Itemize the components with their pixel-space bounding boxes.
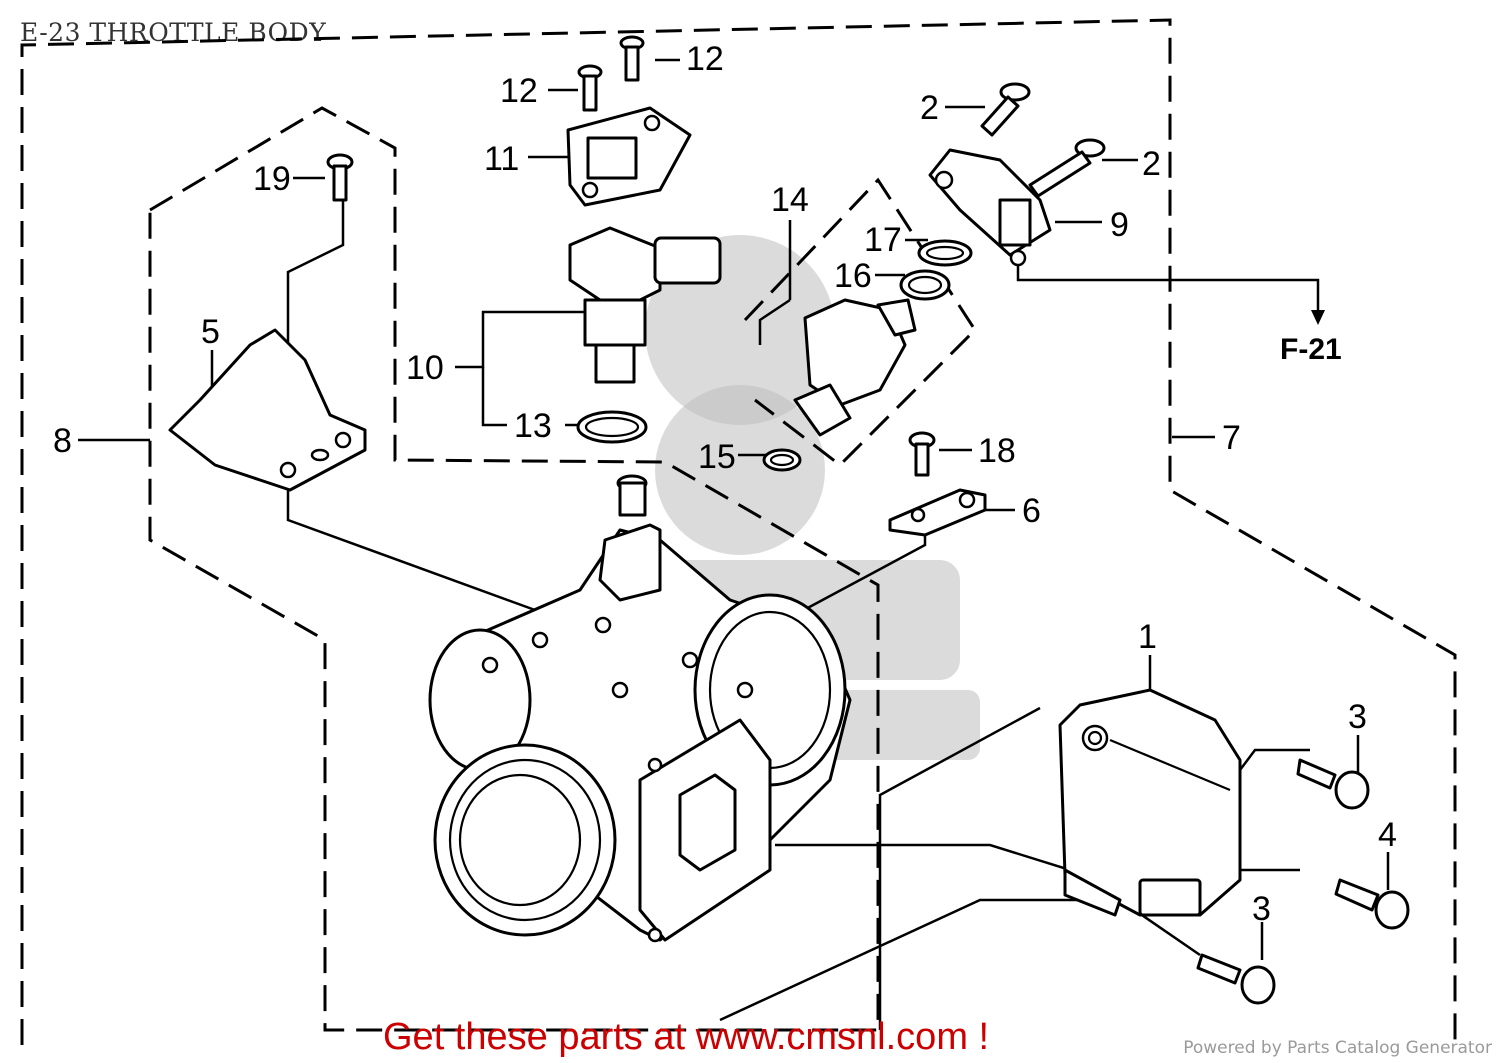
callout-15: 15 bbox=[698, 438, 736, 476]
part-screw-4[interactable] bbox=[1334, 878, 1410, 930]
callout-1: 1 bbox=[1138, 618, 1157, 656]
callout-14: 14 bbox=[771, 181, 809, 219]
callout-17: 17 bbox=[864, 221, 902, 259]
part-oring-17[interactable] bbox=[917, 239, 973, 267]
callout-3b: 3 bbox=[1252, 890, 1271, 928]
part-bracket-5[interactable] bbox=[168, 328, 367, 492]
callout-12b: 12 bbox=[686, 40, 724, 78]
callout-3a: 3 bbox=[1348, 698, 1367, 736]
part-sensor-cover-11[interactable] bbox=[566, 106, 692, 207]
part-screw-18[interactable] bbox=[908, 431, 936, 477]
part-bolt-2b[interactable] bbox=[1028, 138, 1106, 198]
part-oring-13[interactable] bbox=[576, 410, 648, 444]
callout-10: 10 bbox=[406, 349, 444, 387]
part-screw-12b[interactable] bbox=[619, 35, 645, 82]
callout-19: 19 bbox=[253, 160, 291, 198]
callout-13: 13 bbox=[514, 407, 552, 445]
part-seal-16[interactable] bbox=[899, 269, 951, 301]
part-screw-3a[interactable] bbox=[1296, 758, 1370, 810]
reference-f21: F-21 bbox=[1280, 333, 1342, 366]
part-throttle-sensor-1[interactable] bbox=[1058, 688, 1242, 917]
callout-5: 5 bbox=[201, 313, 220, 351]
part-screw-12a[interactable] bbox=[577, 64, 603, 112]
part-bolt-2a[interactable] bbox=[980, 82, 1031, 137]
callout-2a: 2 bbox=[920, 89, 939, 127]
callout-2b: 2 bbox=[1142, 145, 1161, 183]
callout-labels: 1 2 2 3 3 4 5 6 7 8 9 10 11 12 12 13 14 … bbox=[53, 40, 1397, 928]
part-plate-6[interactable] bbox=[888, 488, 987, 537]
callout-8: 8 bbox=[53, 422, 72, 460]
callout-9: 9 bbox=[1110, 206, 1129, 244]
part-screw-19[interactable] bbox=[326, 153, 354, 202]
powered-by-text: Powered by Parts Catalog Generator bbox=[1183, 1038, 1492, 1058]
assembly-outlines bbox=[20, 18, 1457, 1045]
part-injector-14[interactable] bbox=[793, 298, 917, 437]
callout-16: 16 bbox=[834, 257, 872, 295]
callout-7: 7 bbox=[1222, 419, 1241, 457]
outline-group-7 bbox=[20, 18, 1457, 1045]
callout-11: 11 bbox=[484, 140, 519, 178]
part-oring-15[interactable] bbox=[762, 448, 802, 472]
outline-group-14 bbox=[743, 177, 977, 467]
part-sensor-10[interactable] bbox=[568, 226, 722, 384]
part-screw-3b[interactable] bbox=[1196, 953, 1276, 1005]
callout-18: 18 bbox=[978, 432, 1016, 470]
callout-4: 4 bbox=[1378, 816, 1397, 854]
part-pressure-sensor-9[interactable] bbox=[928, 148, 1052, 267]
callout-12a: 12 bbox=[500, 72, 538, 110]
footer-parts-link[interactable]: Get these parts at www.cmsnl.com ! bbox=[383, 1016, 990, 1058]
outline-group-8 bbox=[148, 106, 880, 1032]
part-throttle-body[interactable] bbox=[428, 474, 852, 943]
callout-6: 6 bbox=[1022, 492, 1041, 530]
